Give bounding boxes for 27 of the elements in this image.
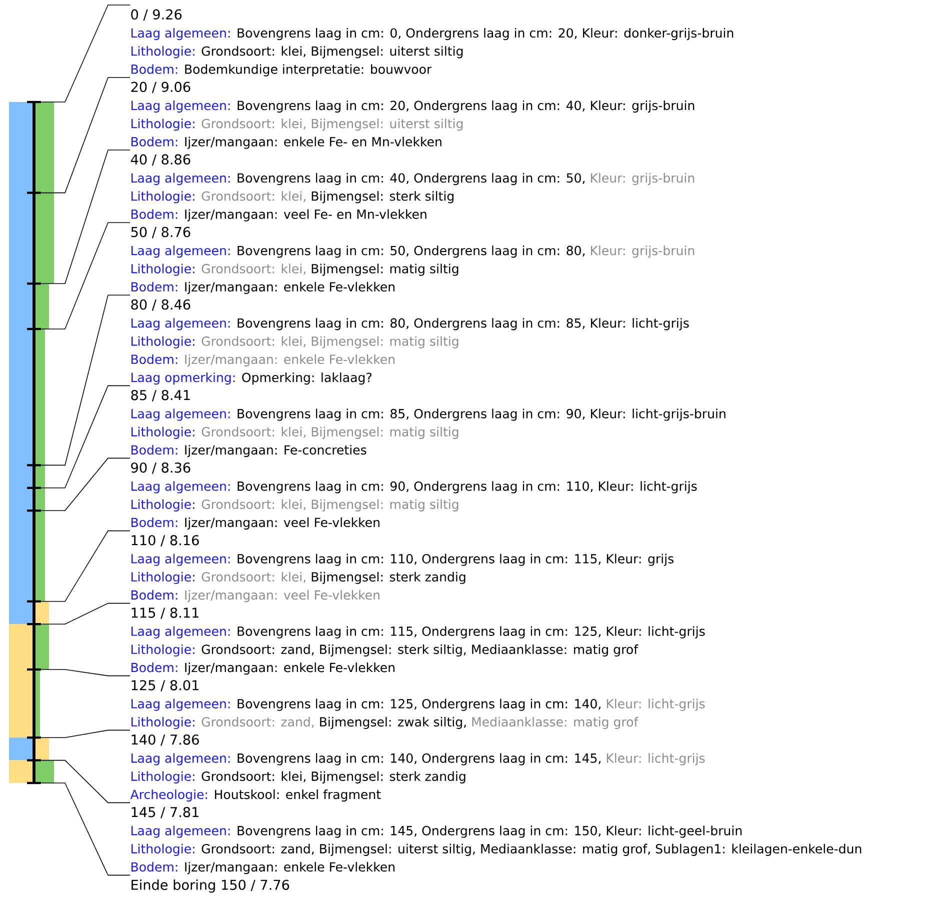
leader-line (40, 669, 130, 676)
layer-description-text: 90 / 8.36 Laag algemeen: Bovengrens laag in cm: 90, Ondergrens laag in cm: 110, Kleur: licht-grijs Lithologie: Grondsoort: klei, Bijmengsel: matig siltig Bodem: Ijzer/mangaan: veel Fe-vlekken (131, 462, 697, 530)
layer-description-text: 50 / 8.76 Laag algemeen: Bovengrens laag in cm: 50, Ondergrens laag in cm: 80, Kleur: grijs-bruin Lithologie: Grondsoort: klei, Bijmengsel: matig siltig Bodem: Ijzer/mangaan: enkele Fe-vlekken (131, 226, 694, 294)
layer-description-text: 140 / 7.86 Laag algemeen: Bovengrens laag in cm: 140, Ondergrens laag in cm: 145, Kleur: licht-grijs Lithologie: Grondsoort: klei, Bijmengsel: sterk zandig Archeologie: Houtskool: enkel fragment (130, 734, 705, 802)
leader-line (40, 77, 130, 194)
layer-description-text: 0 / 9.26 Laag algemeen: Bovengrens laag in cm: 0, Ondergrens laag in cm: 20, Kleur: donker-grijs-bruin Lithologie: Grondsoort: klei, Bijmengsel: uiterst siltig Bodem: Bodemkundige interpretatie: bouwvoor (131, 9, 734, 76)
leader-line (40, 294, 130, 466)
leader-line (40, 530, 130, 602)
layer-description-text: 125 / 8.01 Laag algemeen: Bovengrens laag in cm: 125, Ondergrens laag in cm: 140, Kleur: licht-grijs Lithologie: Grondsoort: zand, Bijmengsel: zwak siltig, Mediaanklasse: matig grof (132, 680, 705, 730)
layer-description-text: 80 / 8.46 Laag algemeen: Bovengrens laag in cm: 80, Ondergrens laag in cm: 85, Kleur: licht-grijs Lithologie: Grondsoort: klei, Bijmengsel: matig siltig Bodem: Ijzer/mangaan: enkele Fe-vlekken Laag opmerking: Opmerking: laklaag? (131, 299, 689, 385)
leader-line (40, 4, 130, 102)
leader-line (40, 150, 130, 284)
layer-description-text: 85 / 8.41 Laag algemeen: Bovengrens laag in cm: 85, Ondergrens laag in cm: 90, Kleur: licht-grijs-bruin Lithologie: Grondsoort: klei, Bijmengsel: matig siltig Bodem: Ijzer/mangaan: Fe-concreties (131, 390, 726, 458)
layer-description-text: 115 / 8.11 Laag algemeen: Bovengrens laag in cm: 115, Ondergrens laag in cm: 125, Kleur: licht-grijs Lithologie: Grondsoort: zand, Bijmengsel: sterk siltig, Mediaanklasse: matig grof Bodem: Ijzer/mangaan: enkele Fe-vlekken (132, 608, 705, 675)
leader-line (40, 730, 130, 738)
depth-axis (27, 100, 41, 784)
layer-description-text: Einde boring 150 / 7.76 (132, 879, 290, 893)
leader-line (40, 385, 130, 488)
leader-line (40, 222, 130, 330)
layer-description-text: 20 / 9.06 Laag algemeen: Bovengrens laag in cm: 20, Ondergrens laag in cm: 40, Kleur: grijs-bruin Lithologie: Grondsoort: klei, Bijmengsel: uiterst siltig Bodem: Ijzer/mangaan: enkele Fe- en Mn-vlekken (131, 82, 694, 149)
leader-line (40, 782, 130, 876)
layer-description-text: 145 / 7.81 Laag algemeen: Bovengrens laag in cm: 145, Ondergrens laag in cm: 150, Kleur: licht-geel-bruin Lithologie: Grondsoort: zand, Bijmengsel: uiterst siltig, Mediaanklasse: matig grof, Sublagen1: kleilagen-enkele-dun Bodem: Ijzer/mangaan: enkele Fe-vlekken (132, 806, 862, 874)
leader-line (40, 760, 130, 804)
layer-description-text: 40 / 8.86 Laag algemeen: Bovengrens laag in cm: 40, Ondergrens laag in cm: 50, Kleur: grijs-bruin Lithologie: Grondsoort: klei, Bijmengsel: sterk siltig Bodem: Ijzer/mangaan: veel Fe- en Mn-vlekken (130, 154, 694, 222)
leader-line (40, 602, 130, 624)
layer-description-text: 110 / 8.16 Laag algemeen: Bovengrens laag in cm: 110, Ondergrens laag in cm: 115, Kleur: grijs Lithologie: Grondsoort: klei, Bijmengsel: sterk zandig Bodem: Ijzer/mangaan: veel Fe-vlekken (132, 535, 674, 602)
leader-line (40, 458, 130, 511)
